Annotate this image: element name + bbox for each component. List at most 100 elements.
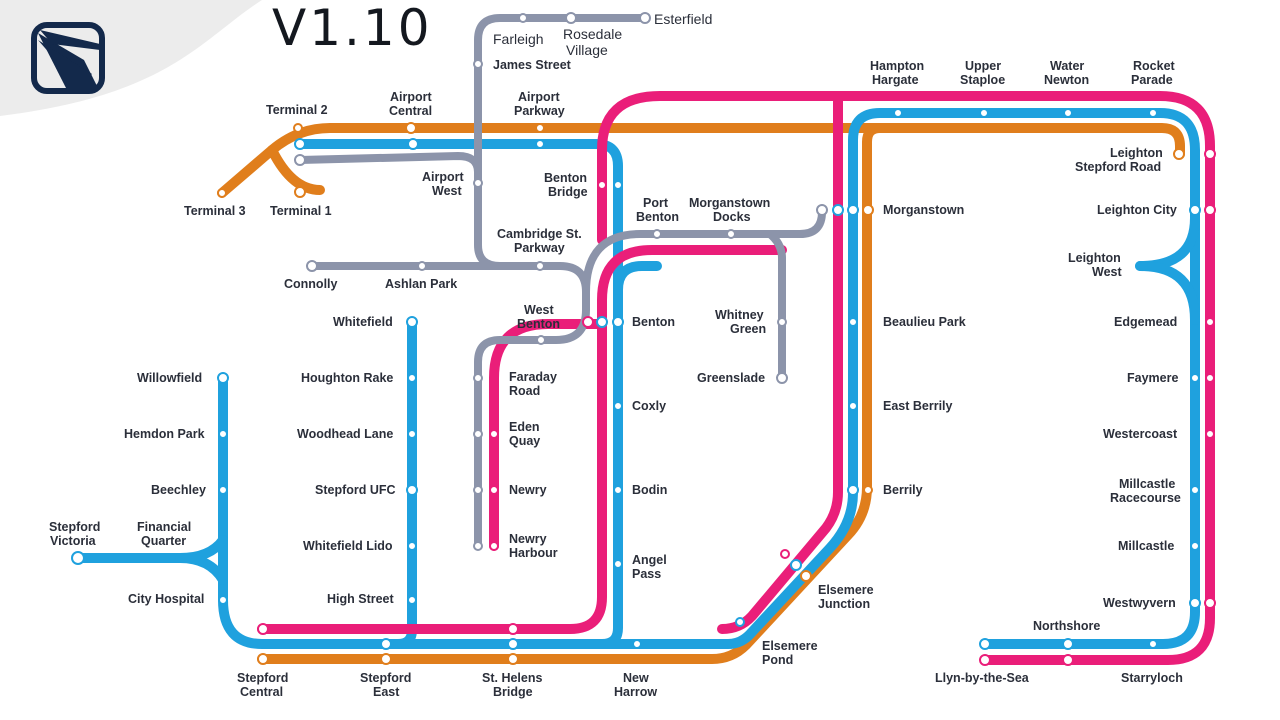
station-label[interactable]: Whitefield Lido [303, 539, 393, 553]
station-label[interactable]: St. Helens [482, 671, 542, 685]
station-label[interactable]: Eden [509, 420, 540, 434]
app-logo-icon[interactable] [31, 22, 105, 94]
station-label[interactable]: Morganstown [883, 203, 964, 217]
station-label[interactable]: Parkway [514, 104, 565, 118]
station-label[interactable]: Benton [636, 210, 679, 224]
station-label[interactable]: Millcastle [1118, 539, 1174, 553]
station-label[interactable]: Road [509, 384, 540, 398]
station-label[interactable]: Leighton [1068, 251, 1121, 265]
station-label[interactable]: Angel [632, 553, 667, 567]
station-label[interactable]: Pond [762, 653, 793, 667]
station-label[interactable]: Victoria [50, 534, 97, 548]
station-label[interactable]: Elsemere [818, 583, 874, 597]
station-label[interactable]: East Berrily [883, 399, 953, 413]
station-label[interactable]: Stepford UFC [315, 483, 396, 497]
station-label[interactable]: Racecourse [1110, 491, 1181, 505]
station-label[interactable]: Greenslade [697, 371, 765, 385]
station-label[interactable]: Cambridge St. [497, 227, 582, 241]
station-label[interactable]: Hampton [870, 59, 924, 73]
station-label[interactable]: Airport [518, 90, 561, 104]
station-label[interactable]: Parade [1131, 73, 1173, 87]
station-label[interactable]: Northshore [1033, 619, 1100, 633]
station-label[interactable]: Llyn-by-the-Sea [935, 671, 1030, 685]
station-label[interactable]: Westercoast [1103, 427, 1178, 441]
station-label[interactable]: Stepford [237, 671, 288, 685]
station-label[interactable]: Financial [137, 520, 191, 534]
station-label[interactable]: Bodin [632, 483, 667, 497]
station-label[interactable]: Starryloch [1121, 671, 1183, 685]
station-label[interactable]: Central [240, 685, 283, 699]
station-label[interactable]: James Street [493, 58, 572, 72]
station-label[interactable]: Hargate [872, 73, 919, 87]
station-label[interactable]: Woodhead Lane [297, 427, 393, 441]
station-label[interactable]: Junction [818, 597, 870, 611]
station-label[interactable]: Rocket [1133, 59, 1176, 73]
station-label[interactable]: Docks [713, 210, 751, 224]
station-label[interactable]: New [623, 671, 649, 685]
station-label[interactable]: Water [1050, 59, 1084, 73]
station-label[interactable]: Rosedale [563, 26, 622, 42]
station-label[interactable]: Westwyvern [1103, 596, 1176, 610]
station-label[interactable]: Elsemere [762, 639, 818, 653]
station-label[interactable]: Quarter [141, 534, 186, 548]
station-label[interactable]: Stepford [360, 671, 411, 685]
station-label[interactable]: Leighton [1110, 146, 1163, 160]
station-label[interactable]: West [524, 303, 554, 317]
grey-line [296, 14, 826, 550]
station-label[interactable]: Morganstown [689, 196, 770, 210]
station-label[interactable]: Benton [632, 315, 675, 329]
station-label[interactable]: Terminal 2 [266, 103, 328, 117]
station-label[interactable]: Newton [1044, 73, 1089, 87]
station-label[interactable]: Upper [965, 59, 1001, 73]
version-label: V1.10 [272, 0, 433, 57]
station-label[interactable]: Parkway [514, 241, 565, 255]
station-label[interactable]: Willowfield [137, 371, 202, 385]
station-label[interactable]: Port [643, 196, 669, 210]
station-label[interactable]: Benton [517, 317, 560, 331]
station-label[interactable]: East [373, 685, 400, 699]
station-label[interactable]: Bridge [548, 185, 588, 199]
station-label[interactable]: Leighton City [1097, 203, 1177, 217]
station-label[interactable]: City Hospital [128, 592, 204, 606]
station-label[interactable]: Green [730, 322, 766, 336]
station-label[interactable]: Whitney [715, 308, 764, 322]
header-banner [0, 0, 262, 116]
station-label[interactable]: Village [566, 42, 608, 58]
station-label[interactable]: Harrow [614, 685, 657, 699]
station-label[interactable]: Stepford Road [1075, 160, 1161, 174]
station-label[interactable]: Terminal 1 [270, 204, 332, 218]
station-label[interactable]: Farleigh [493, 31, 544, 47]
station-label[interactable]: Quay [509, 434, 540, 448]
station-label[interactable]: Terminal 3 [184, 204, 246, 218]
station-label[interactable]: Faraday [509, 370, 557, 384]
station-label[interactable]: Esterfield [654, 11, 712, 27]
station-label[interactable]: Edgemead [1114, 315, 1177, 329]
station-label[interactable]: Coxly [632, 399, 666, 413]
station-labels: Esterfield Farleigh Rosedale Village Jam… [49, 11, 1183, 699]
station-label[interactable]: West [1092, 265, 1122, 279]
station-label[interactable]: High Street [327, 592, 395, 606]
station-label[interactable]: Airport [390, 90, 433, 104]
station-label[interactable]: Airport [422, 170, 465, 184]
station-label[interactable]: Newry [509, 483, 547, 497]
station-label[interactable]: West [432, 184, 462, 198]
station-label[interactable]: Beaulieu Park [883, 315, 966, 329]
station-label[interactable]: Millcastle [1119, 477, 1175, 491]
station-markers [71, 12, 1216, 666]
station-label[interactable]: Berrily [883, 483, 923, 497]
station-label[interactable]: Pass [632, 567, 661, 581]
station-label[interactable]: Houghton Rake [301, 371, 393, 385]
station-label[interactable]: Newry [509, 532, 547, 546]
station-label[interactable]: Central [389, 104, 432, 118]
station-label[interactable]: Hemdon Park [124, 427, 205, 441]
station-label[interactable]: Ashlan Park [385, 277, 457, 291]
station-label[interactable]: Connolly [284, 277, 338, 291]
station-label[interactable]: Benton [544, 171, 587, 185]
station-label[interactable]: Harbour [509, 546, 558, 560]
station-label[interactable]: Whitefield [333, 315, 393, 329]
station-label[interactable]: Faymere [1127, 371, 1178, 385]
station-label[interactable]: Bridge [493, 685, 533, 699]
station-label[interactable]: Stepford [49, 520, 100, 534]
station-label[interactable]: Beechley [151, 483, 206, 497]
station-label[interactable]: Staploe [960, 73, 1005, 87]
